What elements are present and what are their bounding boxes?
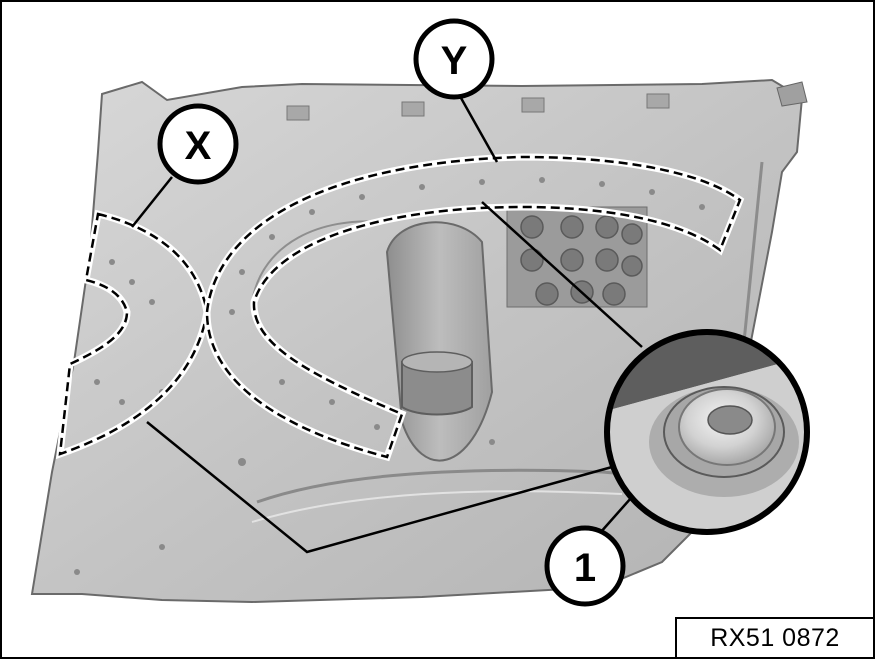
corner-clip xyxy=(776,81,808,107)
callout-x-label: X xyxy=(185,124,212,168)
top-clip xyxy=(401,101,425,117)
lower-highlight xyxy=(251,490,623,523)
clip-holes xyxy=(74,177,705,575)
reference-code: RX51 0872 xyxy=(675,617,873,657)
callout-y-label: Y xyxy=(441,39,468,83)
callout-x: X xyxy=(157,103,239,185)
top-clip xyxy=(646,93,670,109)
inner-contour xyxy=(251,220,383,303)
callout-1-label: 1 xyxy=(574,546,596,590)
speaker-grille xyxy=(506,206,648,308)
callout-y: Y xyxy=(413,18,495,100)
armrest-pocket xyxy=(385,221,494,462)
top-clip xyxy=(286,105,310,121)
callout-1: 1 xyxy=(544,525,626,607)
top-clip xyxy=(521,97,545,113)
detail-zoom xyxy=(604,329,810,535)
lower-contour xyxy=(256,468,663,504)
